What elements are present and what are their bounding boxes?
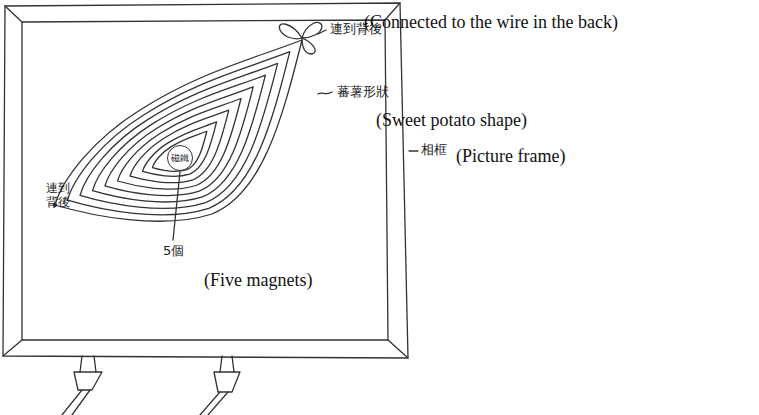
translation-label: (Connected to the wire in the back): [364, 12, 618, 33]
leader-line: [318, 92, 332, 94]
frame-corners: [3, 3, 408, 358]
frame-outer: [3, 3, 408, 358]
translation-label: (Sweet potato shape): [376, 110, 527, 131]
coil: [55, 40, 302, 221]
clover: [279, 22, 322, 54]
magnet-label: 磁鐵: [171, 152, 189, 165]
wire: [220, 356, 234, 372]
translation-label: (Five magnets): [204, 270, 312, 291]
wire: [80, 356, 96, 372]
translation-label: (Picture frame): [456, 146, 565, 167]
part-label: 相框: [421, 143, 447, 158]
frame-inner: [22, 20, 388, 340]
leader-line: [173, 172, 180, 240]
clip: [74, 372, 102, 390]
wire: [62, 390, 90, 415]
leader-line: [409, 150, 418, 151]
wire: [200, 392, 228, 415]
magnet-circle: 磁鐵: [167, 145, 193, 171]
part-label: 5個: [163, 244, 184, 259]
clip: [214, 372, 240, 392]
part-label: 蕃薯形狀: [337, 85, 389, 100]
leader-line: [318, 30, 326, 34]
part-label: 連到背後: [46, 182, 70, 210]
